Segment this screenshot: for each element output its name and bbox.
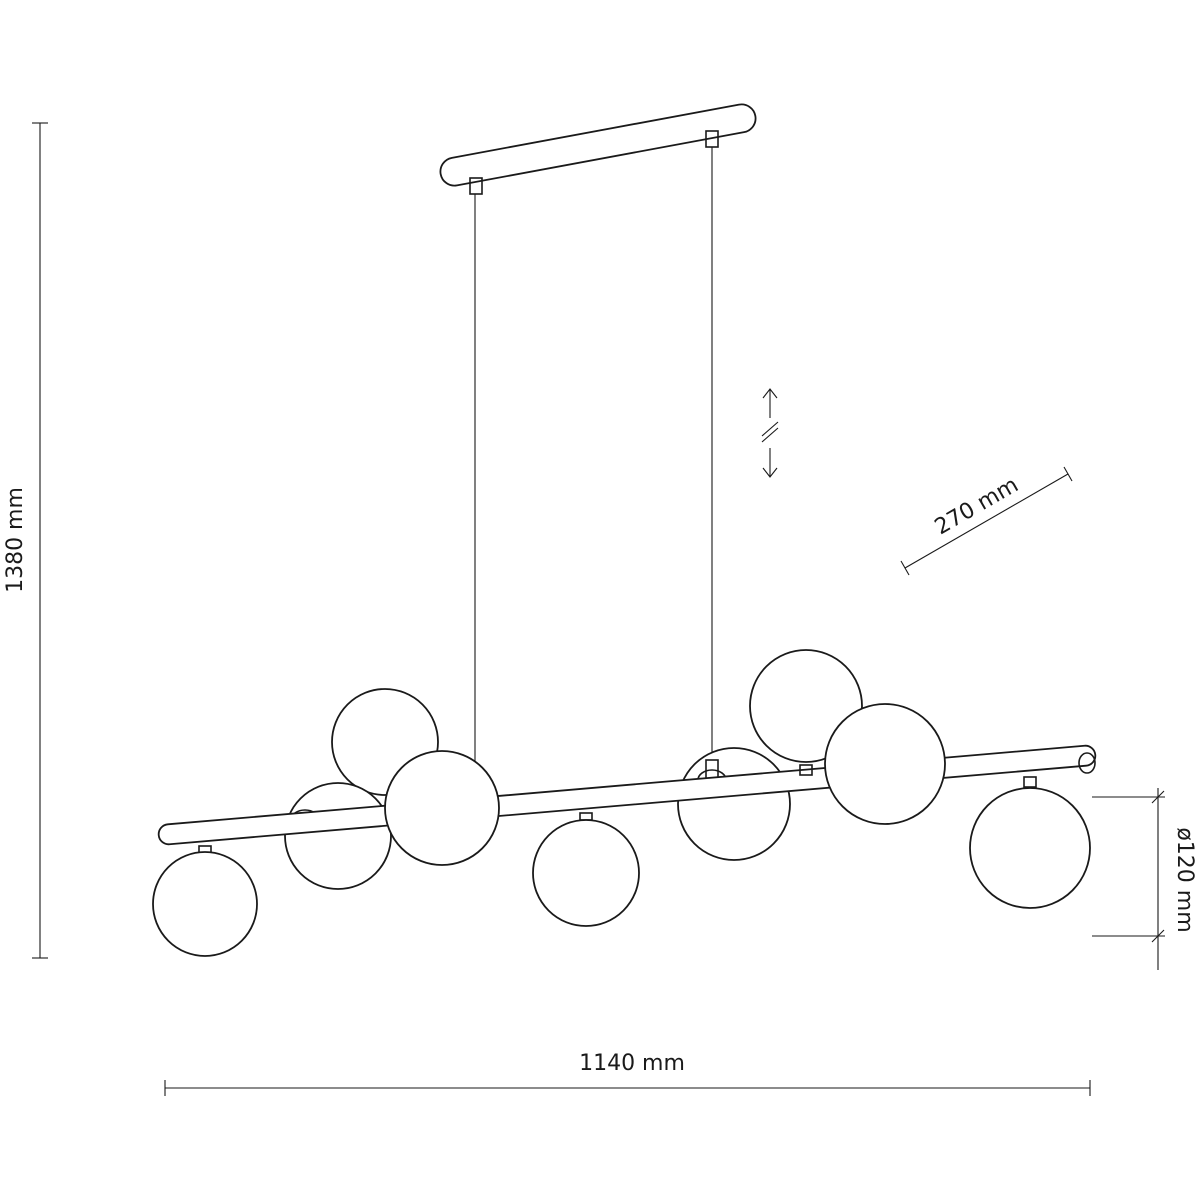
drawing-line: [762, 388, 778, 399]
globe-front-1: [152, 851, 258, 957]
width-label: 1140 mm: [579, 1051, 685, 1076]
globe-diameter-dimension: ø120 mm: [1092, 788, 1197, 970]
drawing-line: [761, 421, 779, 437]
globe-front-2: [384, 750, 500, 866]
depth-label: 270 mm: [931, 473, 1023, 541]
drawing-line: [1151, 790, 1165, 804]
drawing-line: [579, 812, 593, 821]
drawing-line: [762, 467, 778, 478]
globe-diameter-label: ø120 mm: [1172, 827, 1197, 932]
drawing-line: [1023, 776, 1037, 788]
drawing-line: [1151, 929, 1165, 943]
drawing-line: [799, 764, 813, 776]
globe-mid-left: [284, 782, 392, 890]
width-dimension: 1140 mm: [164, 1051, 1091, 1096]
globe-mid-right: [677, 747, 791, 861]
double-arrow-adjustable-icon: [761, 388, 779, 478]
drawing-line: [439, 103, 757, 187]
ceiling-canopy: [439, 103, 757, 195]
globe-front-5: [969, 787, 1091, 909]
drawing-line: [157, 744, 1097, 846]
drawing-line: [1063, 466, 1073, 482]
drawing-line: [904, 473, 1069, 569]
height-label: 1380 mm: [3, 487, 28, 593]
globe-front-3: [532, 819, 640, 927]
globe-front-4: [824, 703, 946, 825]
wire-clamp-left: [469, 177, 483, 195]
depth-dimension: 270 mm: [900, 466, 1073, 576]
drawing-line: [761, 427, 779, 443]
lamp-bar: [157, 744, 1097, 846]
drawing-line: [900, 560, 910, 576]
drawing-line: [1078, 752, 1096, 774]
height-dimension: 1380 mm: [3, 122, 48, 959]
